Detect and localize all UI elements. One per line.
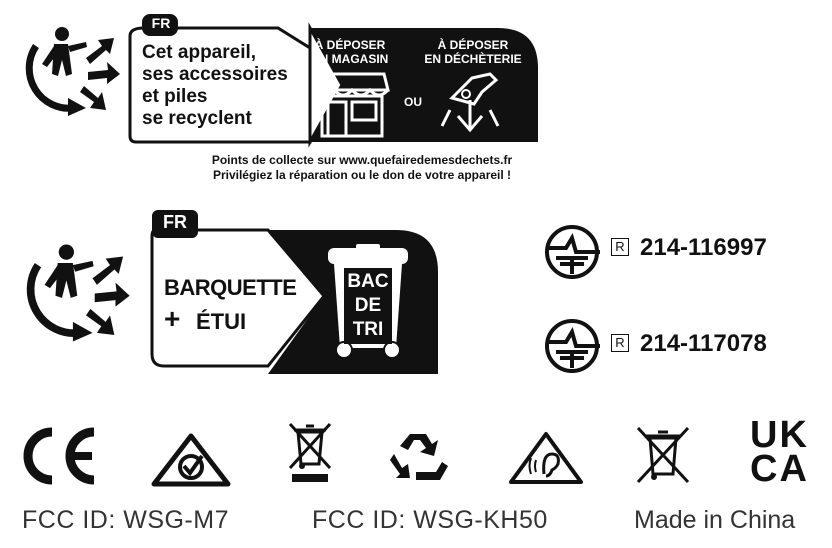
approval-number-2: 214-117078 [640, 330, 767, 357]
recycle-statement: Cet appareil, ses accessoires et piles s… [142, 42, 288, 130]
origin-label: Made in China [634, 506, 796, 534]
country-code: FR [151, 15, 171, 31]
plus-sign: + [164, 303, 181, 334]
bin-line-1: BAC [347, 271, 389, 292]
packaging-item-2: ÉTUI [196, 309, 247, 334]
approval-number: 214-116997 [640, 234, 767, 261]
triman-info-box [128, 12, 542, 150]
option-store-label: À DÉPOSER EN MAGASIN [298, 38, 402, 66]
statement-line-3: et piles [142, 86, 208, 107]
statement-line-1: Cet appareil, [142, 42, 257, 63]
footnote-line-1: Points de collecte sur www.quefairedemes… [211, 153, 513, 167]
hearing-warning-icon [508, 430, 584, 486]
collection-footnote: Points de collecte sur www.quefairedemes… [172, 153, 552, 183]
fcc-id-1: FCC ID: WSG-M7 [22, 506, 229, 534]
bin-icon [326, 244, 410, 360]
option-center-line-1: À DÉPOSER [437, 38, 509, 52]
ukca-line-1: UK [750, 414, 809, 456]
or-label: OU [404, 95, 422, 109]
statement-line-2: ses accessoires [142, 64, 288, 85]
bin-label: BAC DE TRI [345, 270, 391, 342]
ce-icon [20, 426, 100, 486]
hand-arrows-icon [438, 70, 502, 136]
telec-icon [542, 224, 604, 280]
shop-icon [314, 70, 390, 138]
fcc-id-2: FCC ID: WSG-KH50 [312, 506, 548, 534]
statement-line-4: se recyclent [142, 108, 252, 129]
option-center-label: À DÉPOSER EN DÉCHÈTERIE [414, 38, 532, 66]
footnote-line-2: Privilégiez la réparation ou le don de v… [212, 168, 512, 182]
triman-recycle-icon-2 [14, 232, 134, 342]
option-store-line-2: EN MAGASIN [311, 52, 389, 66]
registered-mark-2: R [611, 334, 629, 352]
packaging-item-1: BARQUETTE [164, 275, 297, 300]
ukca-line-2: CA [750, 448, 809, 490]
crossed-bin-icon [286, 422, 334, 484]
bin-line-2: DE [354, 295, 382, 316]
bin-line-3: TRI [352, 319, 384, 340]
option-center-line-2: EN DÉCHÈTERIE [424, 52, 522, 66]
telec-icon-2 [542, 318, 604, 374]
rcm-icon [150, 432, 232, 488]
country-code-2: FR [163, 212, 187, 232]
ukca-icon: UK CA [750, 414, 814, 490]
option-store-line-1: À DÉPOSER [314, 38, 386, 52]
registered-mark: R [611, 238, 629, 256]
recycle-arrows-icon [386, 428, 450, 484]
crossed-bin-icon-2 [634, 424, 692, 486]
triman-recycle-icon [14, 16, 124, 116]
